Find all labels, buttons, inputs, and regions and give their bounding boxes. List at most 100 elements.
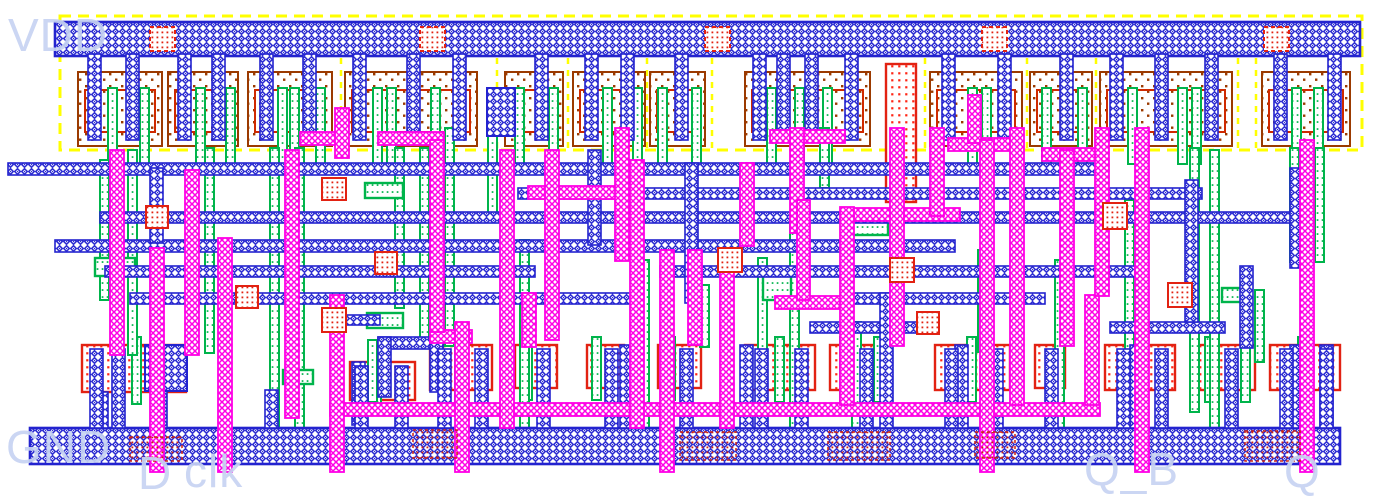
nmos-metal1-strap	[394, 365, 409, 429]
contact	[717, 247, 743, 273]
metal2-wire-v	[979, 139, 995, 473]
metal2-wire-v	[889, 127, 905, 347]
pmos-poly-gate	[315, 87, 326, 165]
pmos-metal1-strap	[844, 53, 859, 141]
metal2-wire-v	[217, 237, 233, 473]
pmos-poly-gate	[1177, 87, 1188, 165]
vdd-rail-via	[419, 26, 446, 52]
contact	[321, 177, 347, 201]
pmos-poly-gate	[514, 87, 525, 165]
contact	[1167, 282, 1193, 308]
metal1-wire-v	[377, 336, 392, 398]
nmos-poly-gate	[591, 336, 602, 401]
poly-wire-v	[269, 147, 280, 431]
vdd-rail-via	[704, 26, 731, 52]
metal2-wire-v	[544, 149, 560, 341]
gnd-rail-via-cluster	[129, 436, 183, 462]
pmos-poly-gate	[1127, 87, 1138, 165]
poly-wire-v	[367, 339, 378, 403]
pmos-inner-contact-ring	[1268, 89, 1344, 133]
pmos-metal1-strap	[1154, 53, 1169, 141]
metal1-wire-h	[809, 321, 931, 334]
pmos-metal1-strap	[1273, 53, 1288, 141]
metal2-wire-v	[629, 159, 645, 429]
metal2-wire-v	[839, 206, 855, 406]
poly-wire-v	[394, 147, 405, 309]
metal2-wire-v	[149, 247, 165, 473]
pmos-metal1-strap	[674, 53, 689, 141]
contact	[145, 205, 169, 229]
pmos-metal1-strap	[804, 53, 819, 141]
nwell-outline	[58, 14, 1364, 152]
metal2-wire-h	[527, 185, 624, 200]
pmos-metal1-strap	[406, 53, 421, 141]
nmos-poly-gate	[774, 336, 785, 403]
pmos-poly-gate	[657, 87, 668, 165]
metal2-wire-v	[1009, 127, 1025, 406]
metal2-wire-v	[1134, 127, 1150, 473]
pmos-poly-gate	[372, 87, 383, 165]
poly-pad	[363, 181, 405, 200]
pmos-metal1-strap	[87, 53, 102, 141]
metal1-wire-h	[99, 211, 1311, 224]
metal2-wire-v	[967, 94, 982, 144]
metal1-wire-h	[129, 292, 641, 305]
metal2-wire-v	[1084, 294, 1100, 406]
pmos-metal1-strap	[452, 53, 467, 141]
metal2-wire-v	[109, 149, 125, 356]
vdd-rail-via	[1263, 26, 1290, 52]
poly-wire-v	[1314, 147, 1325, 263]
poly-wire-v	[99, 159, 110, 301]
metal2-wire-v	[499, 149, 515, 429]
poly-wire-v	[444, 127, 455, 347]
metal2-shapes	[109, 94, 1315, 473]
pmos-metal1-strap	[259, 53, 274, 141]
vdd-rail-via	[149, 26, 176, 52]
metal2-wire-v	[929, 127, 945, 217]
gnd-rail-via-cluster	[974, 431, 1016, 459]
gnd-rail-via-cluster	[412, 429, 458, 459]
contact	[374, 251, 398, 275]
metal2-wire-v	[1299, 139, 1315, 473]
contact	[1102, 202, 1128, 230]
metal1-pad	[486, 87, 516, 137]
contact	[889, 257, 915, 283]
metal2-wire-h	[769, 129, 846, 144]
pmos-metal1-strap	[776, 53, 791, 141]
pmos-poly-gate	[691, 87, 702, 165]
nmos-metal1-strap	[1116, 348, 1131, 429]
metal2-wire-v	[284, 149, 300, 419]
metal2-wire-v	[454, 321, 470, 473]
metal2-wire-v	[659, 249, 675, 473]
pmos-metal1-strap	[584, 53, 599, 141]
gnd-rail-via-cluster	[679, 431, 737, 461]
poly-wire-v	[1209, 149, 1220, 443]
metal2-wire-v	[521, 292, 537, 348]
nmos-metal1-strap	[1319, 348, 1334, 429]
metal1-wire-h	[517, 187, 1203, 200]
poly-wire-v	[1254, 289, 1265, 363]
pmos-inner-contact-ring	[84, 89, 156, 133]
nmos-metal1-strap	[1154, 348, 1169, 429]
nmos-metal1-strap	[111, 348, 126, 429]
metal1-wire-h	[1109, 321, 1226, 334]
metal2-wire-h	[774, 295, 851, 310]
metal2-wire-v	[329, 294, 345, 473]
pmos-metal1-strap	[177, 53, 192, 141]
pmos-metal1-strap	[752, 53, 767, 141]
metal1-wire-h	[343, 314, 381, 326]
nmos-metal1-strap	[354, 365, 369, 429]
pmos-metal1-strap	[302, 53, 317, 141]
metal1-wire-h	[104, 265, 536, 278]
metal1-wire-v	[264, 389, 279, 429]
contact	[235, 285, 259, 309]
metal2-wire-v	[614, 127, 630, 262]
nmos-metal1-strap	[1224, 348, 1239, 429]
pmos-metal1-strap	[997, 53, 1012, 141]
metal2-wire-v	[687, 249, 703, 346]
contact	[321, 307, 347, 333]
metal2-wire-v	[429, 139, 445, 333]
metal2-wire-v	[334, 107, 350, 159]
